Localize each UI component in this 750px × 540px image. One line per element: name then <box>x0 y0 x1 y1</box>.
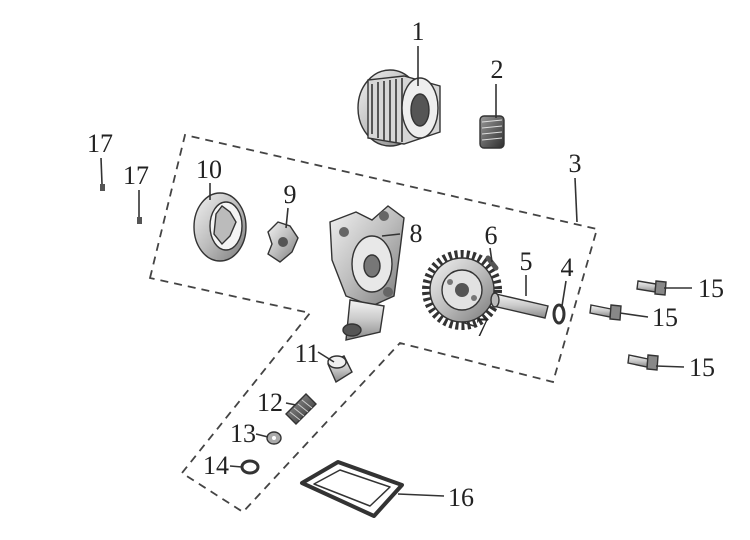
callout-5: 5 <box>520 247 533 276</box>
oil-pump-body-part <box>329 205 405 341</box>
outer-rotor-part <box>193 192 247 262</box>
bolt-part-lower <box>627 354 659 371</box>
callout-4: 4 <box>561 253 574 282</box>
bolt-part-upper <box>636 280 667 296</box>
small-screw-part-a <box>100 184 105 191</box>
callout-3: 3 <box>569 149 582 178</box>
pump-shaft-part <box>490 292 549 319</box>
o-ring-part <box>240 459 260 475</box>
gasket-part <box>300 460 404 518</box>
inner-rotor-part <box>267 221 299 263</box>
callout-12: 12 <box>257 388 283 417</box>
drive-gear-part <box>422 250 502 330</box>
callout-15-upper: 15 <box>698 274 724 303</box>
washer-part <box>266 431 282 445</box>
bushing-part <box>327 355 353 384</box>
callout-1: 1 <box>412 17 425 46</box>
dowel-pin-part <box>485 255 499 271</box>
callout-16: 16 <box>448 483 474 512</box>
assembly-boundary <box>148 133 599 514</box>
callout-15-lower: 15 <box>689 353 715 382</box>
relief-spring-part <box>285 393 317 425</box>
filter-spring-part <box>479 115 505 149</box>
callout-17-left: 17 <box>87 129 113 158</box>
callout-9: 9 <box>284 180 297 209</box>
callout-11: 11 <box>294 339 319 368</box>
callout-10: 10 <box>196 155 222 184</box>
callout-2: 2 <box>491 55 504 84</box>
callout-14: 14 <box>203 451 229 480</box>
callout-13: 13 <box>230 419 256 448</box>
callout-numbers: 1 2 3 4 5 6 7 8 9 10 11 12 13 14 15 15 1… <box>87 17 724 512</box>
callout-6: 6 <box>485 221 498 250</box>
leader-lines <box>100 46 692 497</box>
callout-15-middle: 15 <box>652 303 678 332</box>
callout-8: 8 <box>410 219 423 248</box>
callout-7: 7 <box>476 313 489 342</box>
callout-17-right: 17 <box>123 161 149 190</box>
oil-filter-part <box>357 69 441 147</box>
bolt-part-middle <box>589 304 622 321</box>
circlip-part <box>552 303 566 325</box>
small-screw-part-b <box>137 217 142 224</box>
